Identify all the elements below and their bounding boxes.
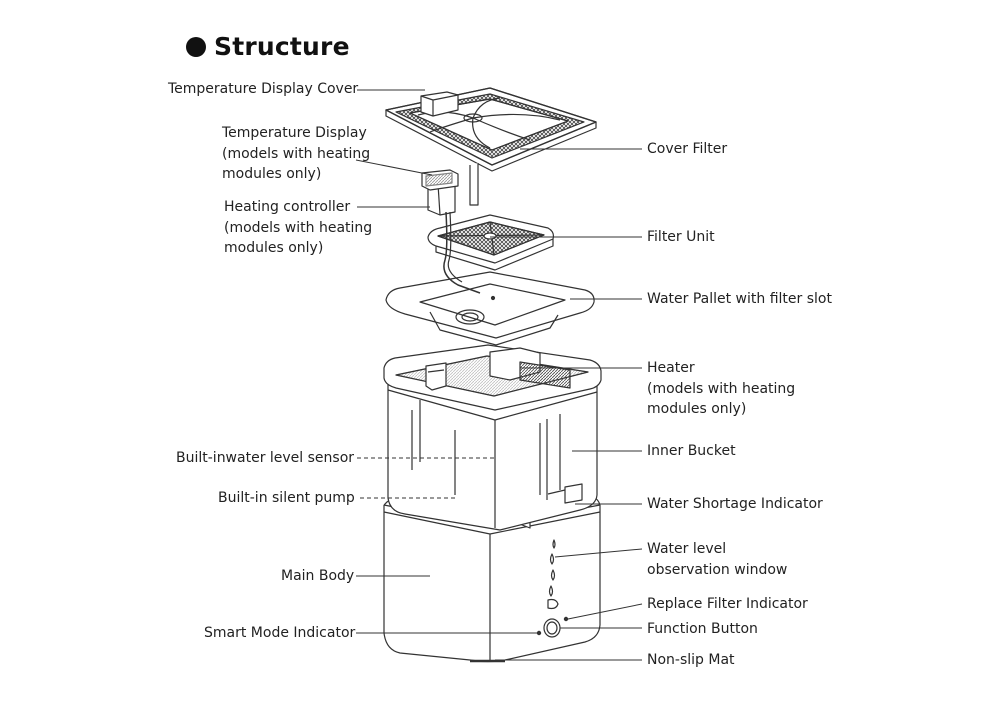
water-level-window-drops <box>547 539 559 610</box>
label-cover-filter: Cover Filter <box>647 141 728 157</box>
label-line: (models with heating <box>647 380 796 397</box>
cover-filter-part <box>385 87 597 206</box>
label-line: modules only) <box>222 166 322 182</box>
main-body-part <box>383 482 601 663</box>
label-line: Heater <box>647 360 695 376</box>
label-line: Temperature Display <box>222 125 367 141</box>
water-pallet-part <box>385 271 595 346</box>
bullet-dot-icon <box>186 36 206 57</box>
label-smart-mode-indicator: Smart Mode Indicator <box>204 625 356 641</box>
replace-filter-indicator-dot <box>563 616 569 622</box>
leader-lines <box>355 89 643 661</box>
filter-unit-part <box>427 214 555 271</box>
label-heater: Heater (models with heating modules only… <box>647 358 795 420</box>
label-line: (models with heating <box>222 145 371 162</box>
label-line: Water level <box>647 541 727 557</box>
label-water-pallet: Water Pallet with filter slot <box>647 291 832 307</box>
label-water-shortage-indicator: Water Shortage Indicator <box>647 496 823 512</box>
label-line: modules only) <box>647 401 747 417</box>
label-line: modules only) <box>224 240 324 256</box>
smart-mode-indicator-dot <box>536 630 542 636</box>
label-heating-controller: Heating controller (models with heating … <box>224 197 372 259</box>
temperature-display-part <box>421 169 459 191</box>
label-filter-unit: Filter Unit <box>647 229 715 245</box>
label-replace-filter-indicator: Replace Filter Indicator <box>647 596 808 612</box>
label-silent-pump: Built-in silent pump <box>218 490 355 506</box>
label-main-body: Main Body <box>281 568 355 584</box>
section-title: Structure <box>186 32 350 61</box>
inner-bucket-part <box>383 344 602 531</box>
label-line: (models with heating <box>224 219 373 236</box>
label-non-slip-mat: Non-slip Mat <box>647 652 735 668</box>
label-water-level-sensor: Built-inwater level sensor <box>176 450 355 466</box>
label-inner-bucket: Inner Bucket <box>647 443 736 459</box>
label-function-button: Function Button <box>647 621 758 637</box>
label-line: Heating controller <box>224 199 351 215</box>
label-temperature-display-cover: Temperature Display Cover <box>168 81 359 97</box>
label-water-level-window: Water level observation window <box>647 539 787 580</box>
label-temperature-display: Temperature Display (models with heating… <box>222 123 370 185</box>
section-title-text: Structure <box>214 32 350 61</box>
label-line: observation window <box>647 561 788 578</box>
